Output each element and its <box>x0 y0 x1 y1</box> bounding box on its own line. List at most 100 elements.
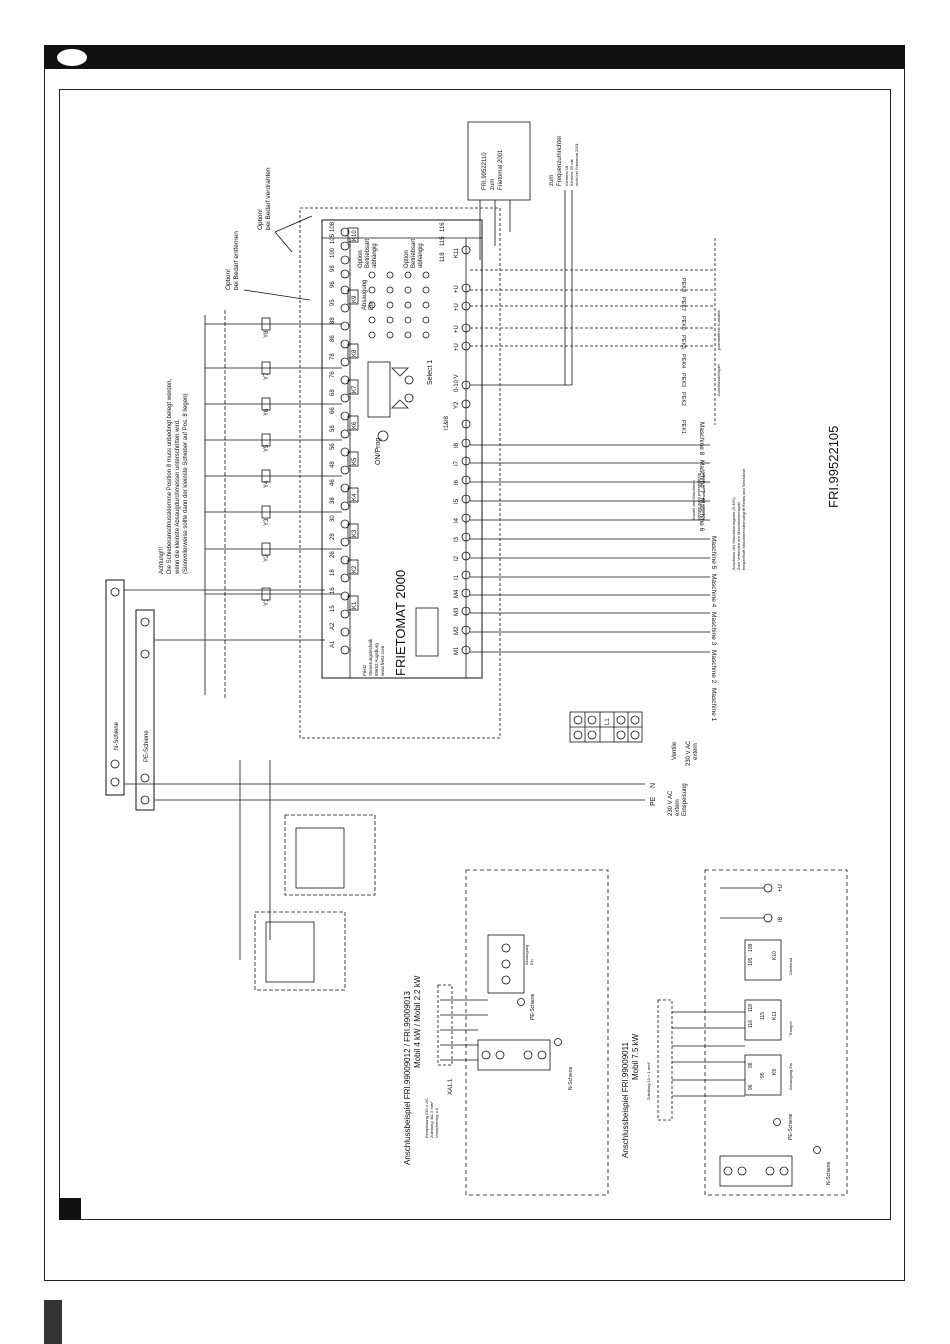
example2-label-1: Zählerrad <box>788 958 793 975</box>
example2-title-1: Anschlussbeispiel FRI.99009011 <box>621 1042 630 1158</box>
pek-label: PEK8 <box>680 278 686 292</box>
terminal-label: 66 <box>330 407 336 414</box>
warning-note: Achtung!!! Die Schieberanschlussklemme P… <box>159 379 189 575</box>
absaugung-label-2: Ein <box>369 301 375 310</box>
option-mode1-b: Betriebsart <box>365 239 371 268</box>
relay-label: K1 <box>352 601 358 609</box>
relay-label: K8 <box>352 349 358 357</box>
terminal-label: 118 <box>440 252 446 262</box>
maker-line-4: www.frietz.com <box>380 645 385 676</box>
terminal-label: M3 <box>454 607 460 616</box>
option-mode2-b: Betriebsart <box>411 239 417 268</box>
relay-label: K7 <box>352 385 358 393</box>
relay-label: K9 <box>352 295 358 303</box>
machine-label: Maschine 8 <box>698 422 705 456</box>
control-module-2 <box>254 911 346 991</box>
valve-label: Y5 <box>264 444 270 452</box>
terminal-label: 15 <box>330 605 336 612</box>
terminal-label: I1&I8 <box>444 415 450 430</box>
example2-term: 118 <box>748 1004 754 1012</box>
pek-contacts: PEK1 PEK2 PEK3 PEK4 PEK5 PEK6 PEK7 PEK8 … <box>470 238 721 434</box>
example2-i8: I8 <box>778 916 784 922</box>
example2-term: 116 <box>748 1020 754 1028</box>
l1-terminal-block: L1 230 V AC extern <box>569 711 699 766</box>
terminal-label: 78 <box>330 353 336 360</box>
relay-label: K5 <box>352 457 358 465</box>
machine-label: Maschine 6 <box>698 498 705 532</box>
example2-small: Zuleitung 10 × 1 mm² <box>646 1061 651 1100</box>
example2-pe: PE-Schiene <box>788 1113 794 1140</box>
pek-label: PEK1 <box>680 420 686 434</box>
option-remove-1: Option! <box>225 269 232 290</box>
option-top-1: Option! <box>257 209 264 230</box>
example1-abs-2: Ein <box>529 959 534 965</box>
warning-line-1: Achtung!!! <box>159 547 165 574</box>
pe-bus-bar: PE-Schiene <box>135 609 155 811</box>
machine-note2-3: Kontakte verwendet werden <box>701 470 706 520</box>
controller-title: FRIETOMAT 2000 <box>393 570 408 676</box>
supply2-1: 230 V AC <box>668 790 674 816</box>
terminal-label: 96 <box>330 281 336 288</box>
fu-small-1: Klemme 18 <box>564 165 569 186</box>
example2-k11: K11 <box>772 1011 778 1020</box>
machine-label: Maschine 7 <box>698 460 705 494</box>
terminal-label: 38 <box>330 497 336 504</box>
terminal-label: 115 <box>440 236 446 246</box>
example-2: Anschlussbeispiel FRI.99009011 Mobil 7.5… <box>621 869 848 1196</box>
terminal-label: I2 <box>454 555 460 561</box>
terminal-label: M1 <box>454 646 460 655</box>
option-mode1-a: Option <box>358 250 364 268</box>
l1-label: L1 <box>605 718 611 725</box>
relay-label: K6 <box>352 421 358 429</box>
terminal-label: 28 <box>330 533 336 540</box>
example2-plusu: +U <box>778 884 784 892</box>
terminal-label: 95 <box>330 299 336 306</box>
control-module-1 <box>239 760 376 960</box>
maker-line-2: Steuerungstechnik <box>368 638 373 676</box>
machine-note2-1: Anzahl der Maschinen <box>691 480 696 520</box>
example1-small-3: Vorsicherung 4 A <box>434 1107 439 1138</box>
relay-label: K3 <box>352 529 358 537</box>
valve-label: Y7 <box>264 372 270 380</box>
valve-label: Y1 <box>264 598 270 606</box>
terminal-label: I3 <box>454 536 460 542</box>
fu-box-1: FRI.99522110 <box>482 152 488 190</box>
example2-term: 115 <box>760 1012 766 1020</box>
terminal-label: M4 <box>454 589 460 598</box>
n-bar-label: N-Schiene <box>114 721 120 750</box>
fu-box-2: zum <box>490 179 496 190</box>
example2-label-2: Trampel <box>788 1021 793 1036</box>
n-bus-bar: N-Schiene <box>105 579 125 796</box>
drawing-number: FRI.99522105 <box>826 426 841 508</box>
option-mode1-c: abhängig <box>372 243 378 268</box>
fu-small-3: nicht bei Frietomat 2001 <box>574 142 579 186</box>
machine-label: Maschine 2 <box>710 650 717 684</box>
valves: Y1 Y2 Y3 Y4 Y5 Y6 Y7 Y8 <box>204 310 342 700</box>
example1-pe: PE-Schiene <box>530 993 536 1020</box>
pek-note-2: potentialfreie Kontakte <box>716 309 721 350</box>
drawing-frame <box>59 89 891 1220</box>
fu-box: FRI.99522110 zum Frietomat 2001 zum Freq… <box>467 121 579 386</box>
pek-label: PEK6 <box>680 316 686 330</box>
fu-label-1: zum <box>549 175 555 186</box>
pek-note-1: Anschlussbeispiel <box>716 364 721 396</box>
example1-x: XA1.1 <box>448 1078 454 1095</box>
terminal-label: 46 <box>330 479 336 486</box>
pe-label: PE <box>650 796 657 806</box>
terminal-label: 68 <box>330 389 336 396</box>
example2-term: 108 <box>748 943 754 952</box>
valve-label: Y6 <box>264 408 270 416</box>
example2-term: 96 <box>748 1084 754 1090</box>
maker-line-1: Frietz <box>362 664 367 676</box>
example2-n: N-Schiene <box>826 1161 832 1185</box>
on-prog-label: ON/Prog <box>375 438 382 465</box>
relay-label: K2 <box>352 565 358 573</box>
absaugung-label-1: Absaugung <box>362 280 368 310</box>
terminal-label: 98 <box>330 265 336 272</box>
terminal-label: 88 <box>330 317 336 324</box>
terminal-label: I5 <box>454 498 460 504</box>
n-label: N <box>650 783 657 788</box>
terminal-label: 76 <box>330 371 336 378</box>
terminal-label: A1 <box>330 640 336 648</box>
